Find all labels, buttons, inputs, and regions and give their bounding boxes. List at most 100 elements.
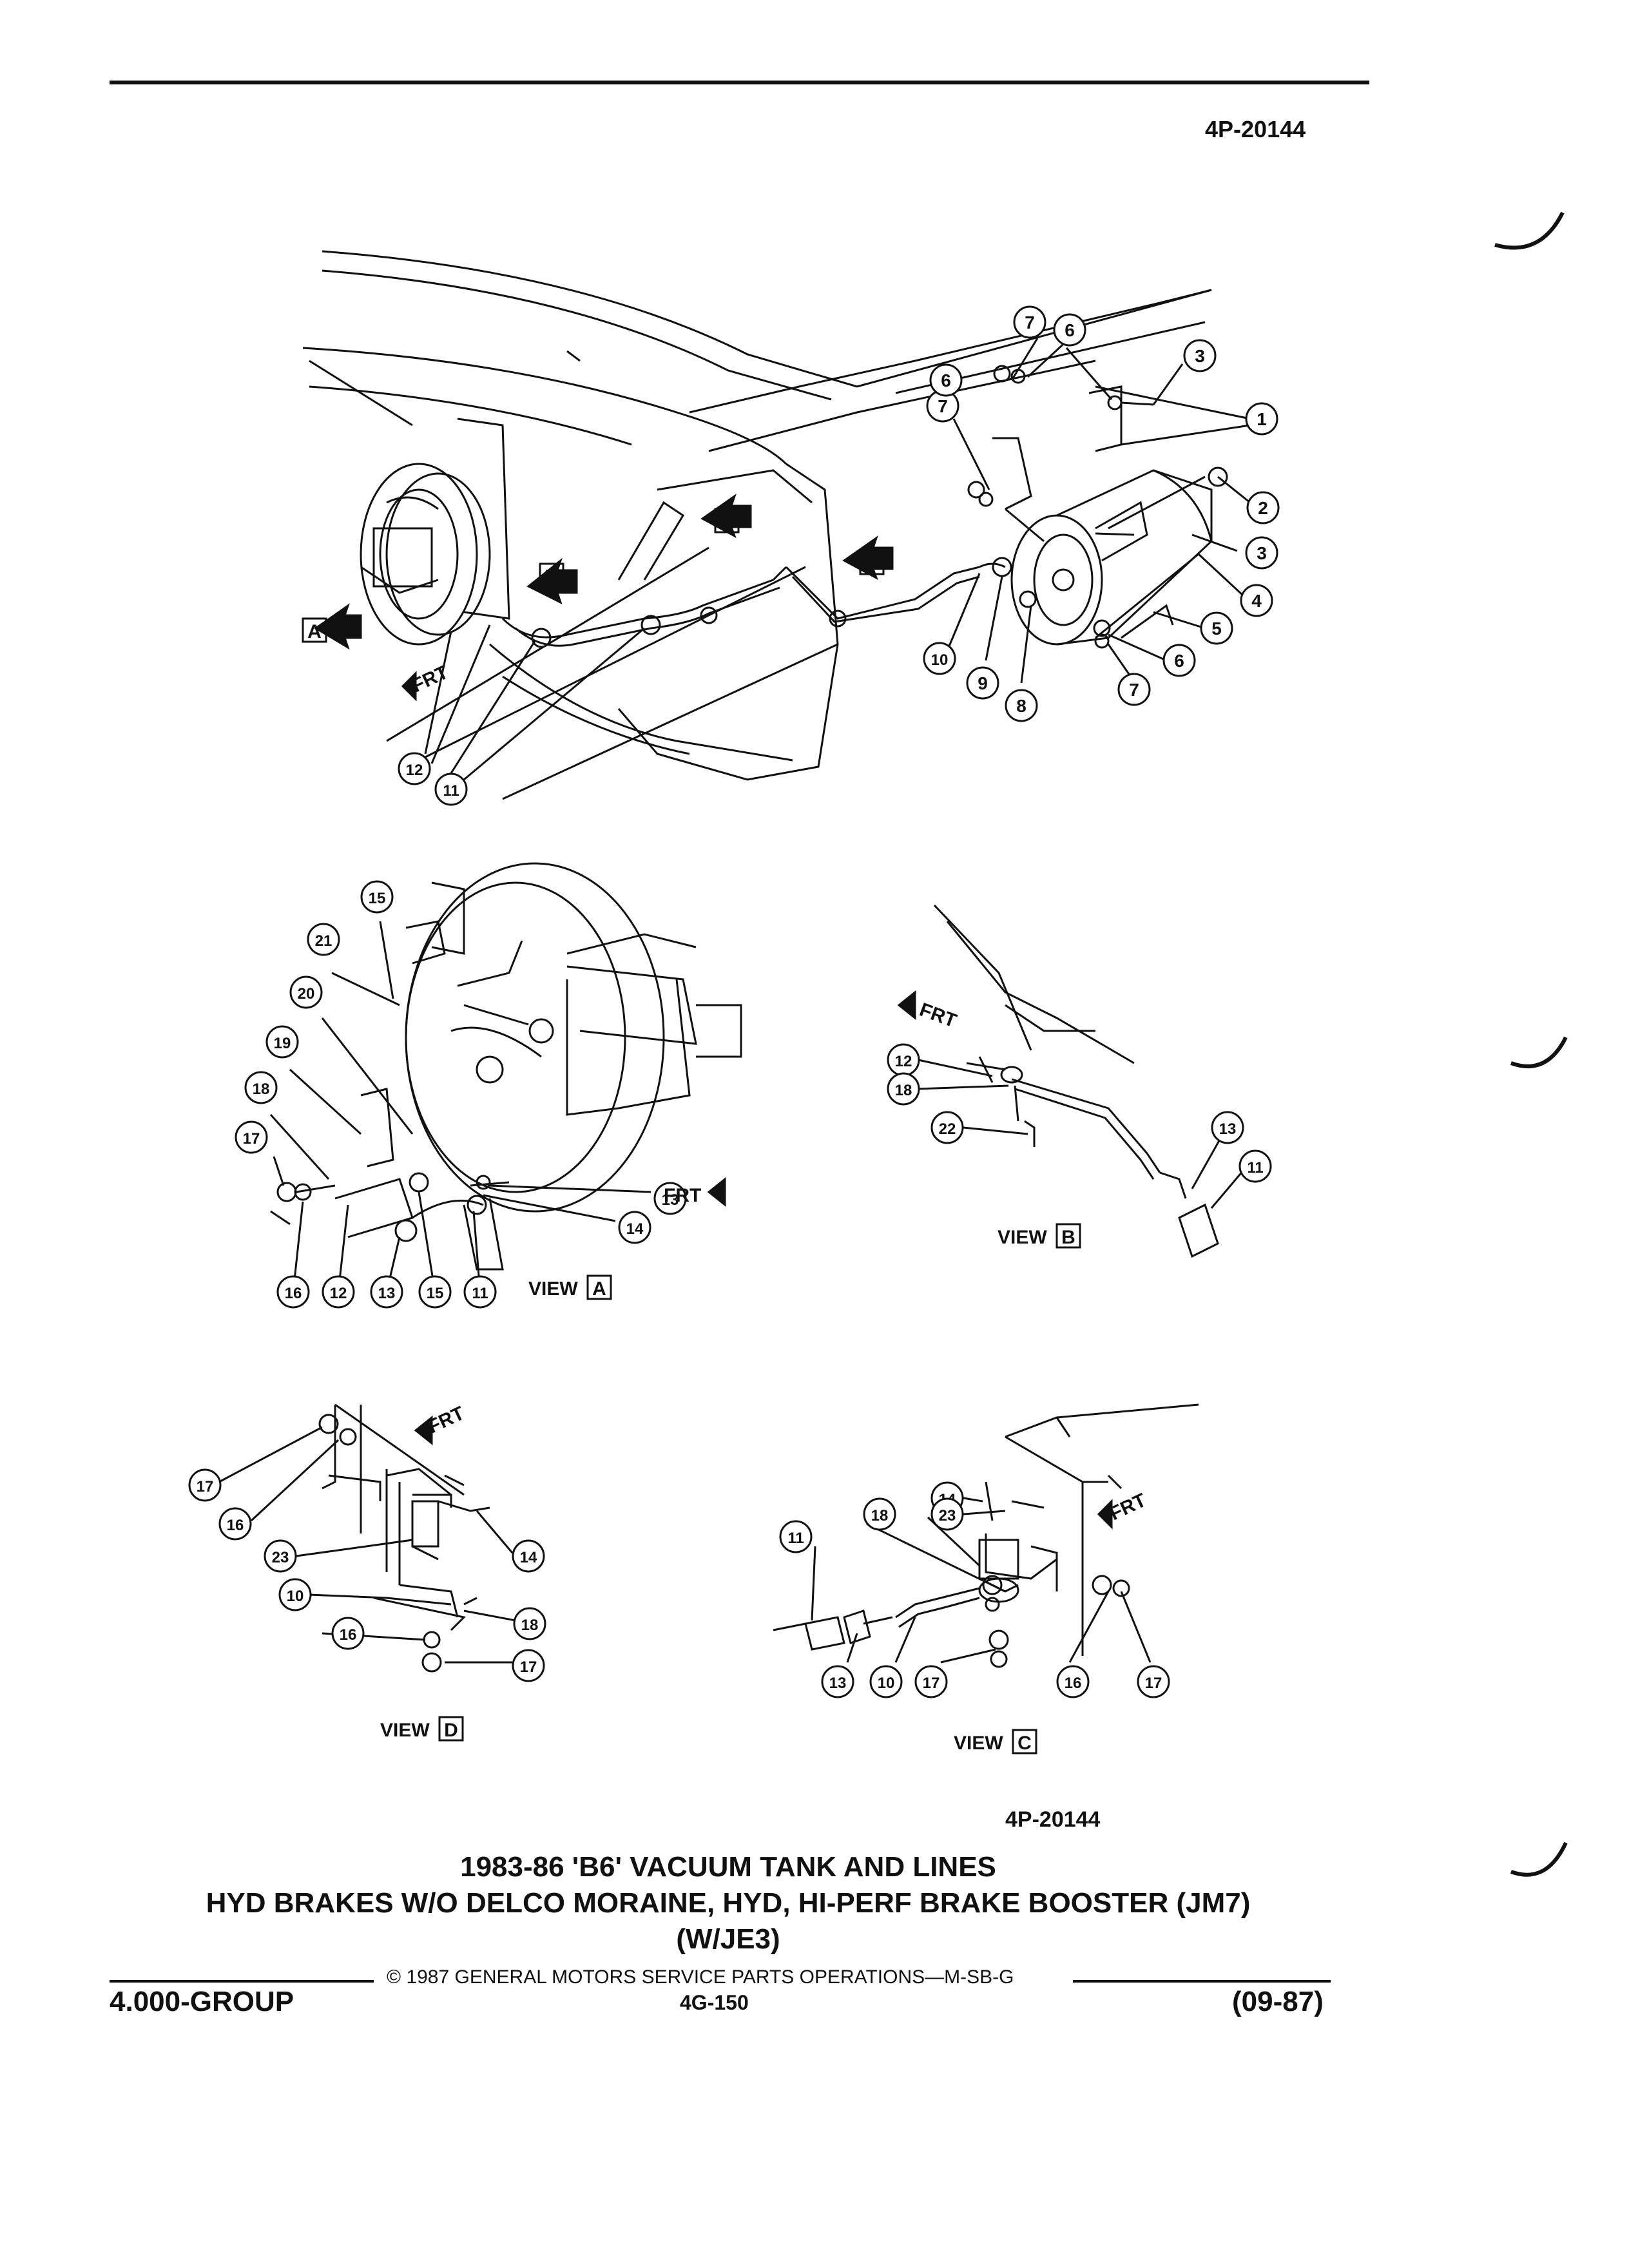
callout-circle-7 (1013, 305, 1046, 339)
callout-circle-23 (930, 1497, 964, 1531)
callout-number-16: 16 (340, 1626, 357, 1644)
callout-circle-5 (1200, 611, 1233, 645)
callout-number-23: 23 (272, 1549, 289, 1566)
callout-number-2: 2 (1258, 498, 1268, 518)
callout-circle-23 (264, 1539, 297, 1573)
callout-number-18: 18 (871, 1507, 889, 1524)
callout-circle-11 (434, 773, 468, 806)
callout-number-13: 13 (829, 1675, 847, 1692)
view-d-box (438, 1716, 464, 1742)
callout-number-9: 9 (978, 673, 988, 693)
callout-circle-11 (779, 1520, 813, 1553)
view-b-letter: B (1061, 1227, 1075, 1248)
view-c (773, 1403, 1199, 1668)
callout-number-20: 20 (298, 985, 315, 1003)
callout-circle-18 (244, 1071, 278, 1104)
callout-circle-10 (278, 1578, 312, 1611)
callout-circle-11 (1239, 1149, 1272, 1183)
callout-circle-6 (1162, 644, 1196, 677)
title-line-1: 1983-86 'B6' VACUUM TANK AND LINES (460, 1851, 996, 1883)
callout-number-13: 13 (1219, 1120, 1237, 1138)
view-d-arrow (842, 535, 894, 581)
callout-circle-13 (1211, 1111, 1244, 1144)
callout-number-7: 7 (1025, 312, 1035, 332)
overall-view-d-letter: D (865, 553, 879, 575)
callout-circle-13 (653, 1182, 687, 1215)
callout-number-15: 15 (369, 890, 386, 907)
callout-circle-20 (289, 975, 323, 1009)
illustration-code-top: 4P-20144 (1205, 116, 1306, 142)
callout-number-16: 16 (1065, 1675, 1082, 1692)
callout-number-12: 12 (330, 1285, 347, 1302)
callout-number-19: 19 (274, 1035, 291, 1052)
callout-circle-21 (307, 923, 340, 956)
view-a-box (586, 1274, 612, 1300)
callout-circle-3 (1245, 536, 1278, 570)
callout-number-14: 14 (626, 1220, 644, 1238)
callout-circle-6 (929, 363, 963, 397)
callout-number-23: 23 (939, 1507, 956, 1524)
callout-circle-13 (821, 1665, 854, 1698)
callout-circle-14 (512, 1539, 545, 1573)
callout-number-6: 6 (1065, 320, 1075, 340)
view-a-letter: A (592, 1278, 606, 1300)
callout-circle-9 (966, 666, 999, 700)
callout-circle-7 (1117, 673, 1151, 706)
callout-number-3: 3 (1195, 346, 1205, 366)
scan-mark-1 (1494, 211, 1565, 250)
title-line-3: (W/JE3) (676, 1923, 780, 1955)
callout-circle-11 (463, 1275, 497, 1309)
callout-number-10: 10 (878, 1675, 895, 1692)
callout-number-4: 4 (1251, 591, 1262, 611)
view-b (897, 904, 1248, 1258)
callout-number-18: 18 (895, 1082, 912, 1099)
title-line-2: HYD BRAKES W/O DELCO MORAINE, HYD, HI-PE… (206, 1887, 1251, 1919)
callout-number-13: 13 (378, 1285, 396, 1302)
frt-label-overall: FRT (409, 662, 452, 697)
callout-circle-22 (930, 1111, 964, 1144)
callout-number-11: 11 (1247, 1159, 1263, 1177)
view-a (269, 862, 742, 1293)
overall-view-d-box (859, 550, 885, 575)
callout-circle-17 (235, 1120, 268, 1154)
callout-number-21: 21 (315, 932, 333, 950)
callout-circle-16 (331, 1617, 365, 1650)
callout-number-16: 16 (285, 1285, 302, 1302)
frt-label-view-c: FRT (1106, 1490, 1150, 1525)
callout-circle-16 (276, 1275, 310, 1309)
callout-circle-18 (887, 1072, 920, 1106)
overall-view-b-box (539, 562, 564, 588)
callout-circle-17 (914, 1665, 948, 1698)
overall-view (302, 250, 1251, 800)
callout-circle-13 (370, 1275, 403, 1309)
callout-number-12: 12 (406, 762, 423, 779)
callout-circle-15 (360, 880, 394, 914)
callout-number-17: 17 (1145, 1675, 1162, 1692)
callout-circle-18 (863, 1497, 896, 1531)
callout-circle-4 (1240, 584, 1273, 617)
callout-circle-17 (1137, 1665, 1170, 1698)
callout-number-18: 18 (521, 1617, 539, 1634)
view-c-box (1012, 1729, 1037, 1754)
callout-number-15: 15 (427, 1285, 444, 1302)
callout-number-22: 22 (939, 1120, 956, 1138)
callout-circle-12 (398, 752, 431, 785)
overall-view-c-box (714, 508, 740, 533)
callout-circle-2 (1246, 491, 1280, 524)
callout-number-1: 1 (1257, 409, 1267, 429)
overall-view-a-box (302, 617, 327, 643)
page-number: 4G-150 (680, 1991, 749, 2014)
callout-number-18: 18 (253, 1081, 270, 1098)
callout-circle-1 (1245, 402, 1278, 436)
callout-circle-17 (188, 1468, 222, 1502)
view-d (218, 1403, 516, 1673)
group-number: 4.000-GROUP (110, 1986, 294, 2017)
scan-mark-3 (1510, 1841, 1568, 1877)
callout-number-13: 13 (662, 1191, 679, 1209)
callout-number-11: 11 (472, 1285, 488, 1302)
copyright-notice: © 1987 GENERAL MOTORS SERVICE PARTS OPER… (387, 1966, 1014, 1988)
